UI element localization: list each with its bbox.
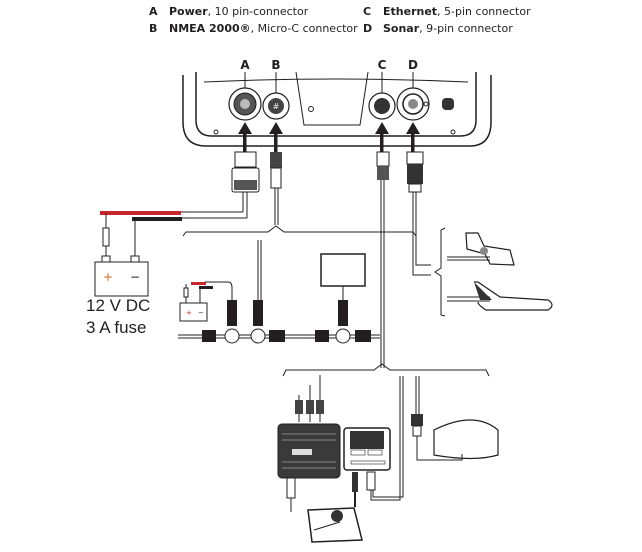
- small-battery-icon: + −: [179, 302, 208, 322]
- port-label-b: B: [271, 58, 280, 72]
- port-c-ethernet: [368, 92, 396, 120]
- power-fuse-label: 3 A fuse: [86, 318, 147, 337]
- radar-interface-icon: [343, 376, 404, 501]
- svg-text:+: +: [186, 309, 192, 317]
- display-unit: [182, 71, 492, 147]
- port-a-power: [228, 87, 262, 121]
- fuse-icon: [102, 227, 110, 247]
- svg-text:−: −: [198, 309, 204, 317]
- port-label-d: D: [408, 58, 418, 72]
- svg-text:#: #: [273, 102, 280, 111]
- thru-hull-transducer-icon: [447, 281, 553, 311]
- port-b-nmea2000: #: [262, 92, 290, 120]
- battery-icon: + −: [94, 255, 149, 297]
- sonar-module-icon: [277, 375, 341, 512]
- ethernet-bracket: [282, 363, 490, 377]
- battery-plus: +: [103, 270, 113, 284]
- negative-wire: [132, 217, 182, 221]
- arrow-icon: [238, 122, 420, 152]
- ethernet-connector: [376, 151, 390, 368]
- sonar-connector: [406, 151, 431, 276]
- transducer-icon: [307, 492, 363, 543]
- port-label-a: A: [240, 58, 250, 72]
- transducer-bracket: [434, 227, 446, 317]
- power-voltage-label: 12 V DC: [86, 296, 151, 315]
- nmea2000-network: + −: [178, 240, 380, 344]
- port-cover-icon: [442, 98, 454, 110]
- battery-minus: −: [130, 270, 140, 284]
- display-screen-icon: [320, 253, 366, 300]
- radar-dome-icon: [411, 376, 499, 461]
- transom-transducer-icon: [447, 232, 515, 266]
- port-label-c: C: [378, 58, 387, 72]
- power-connector: [100, 151, 260, 262]
- positive-wire: [100, 211, 181, 215]
- nmea-connector: [270, 152, 282, 225]
